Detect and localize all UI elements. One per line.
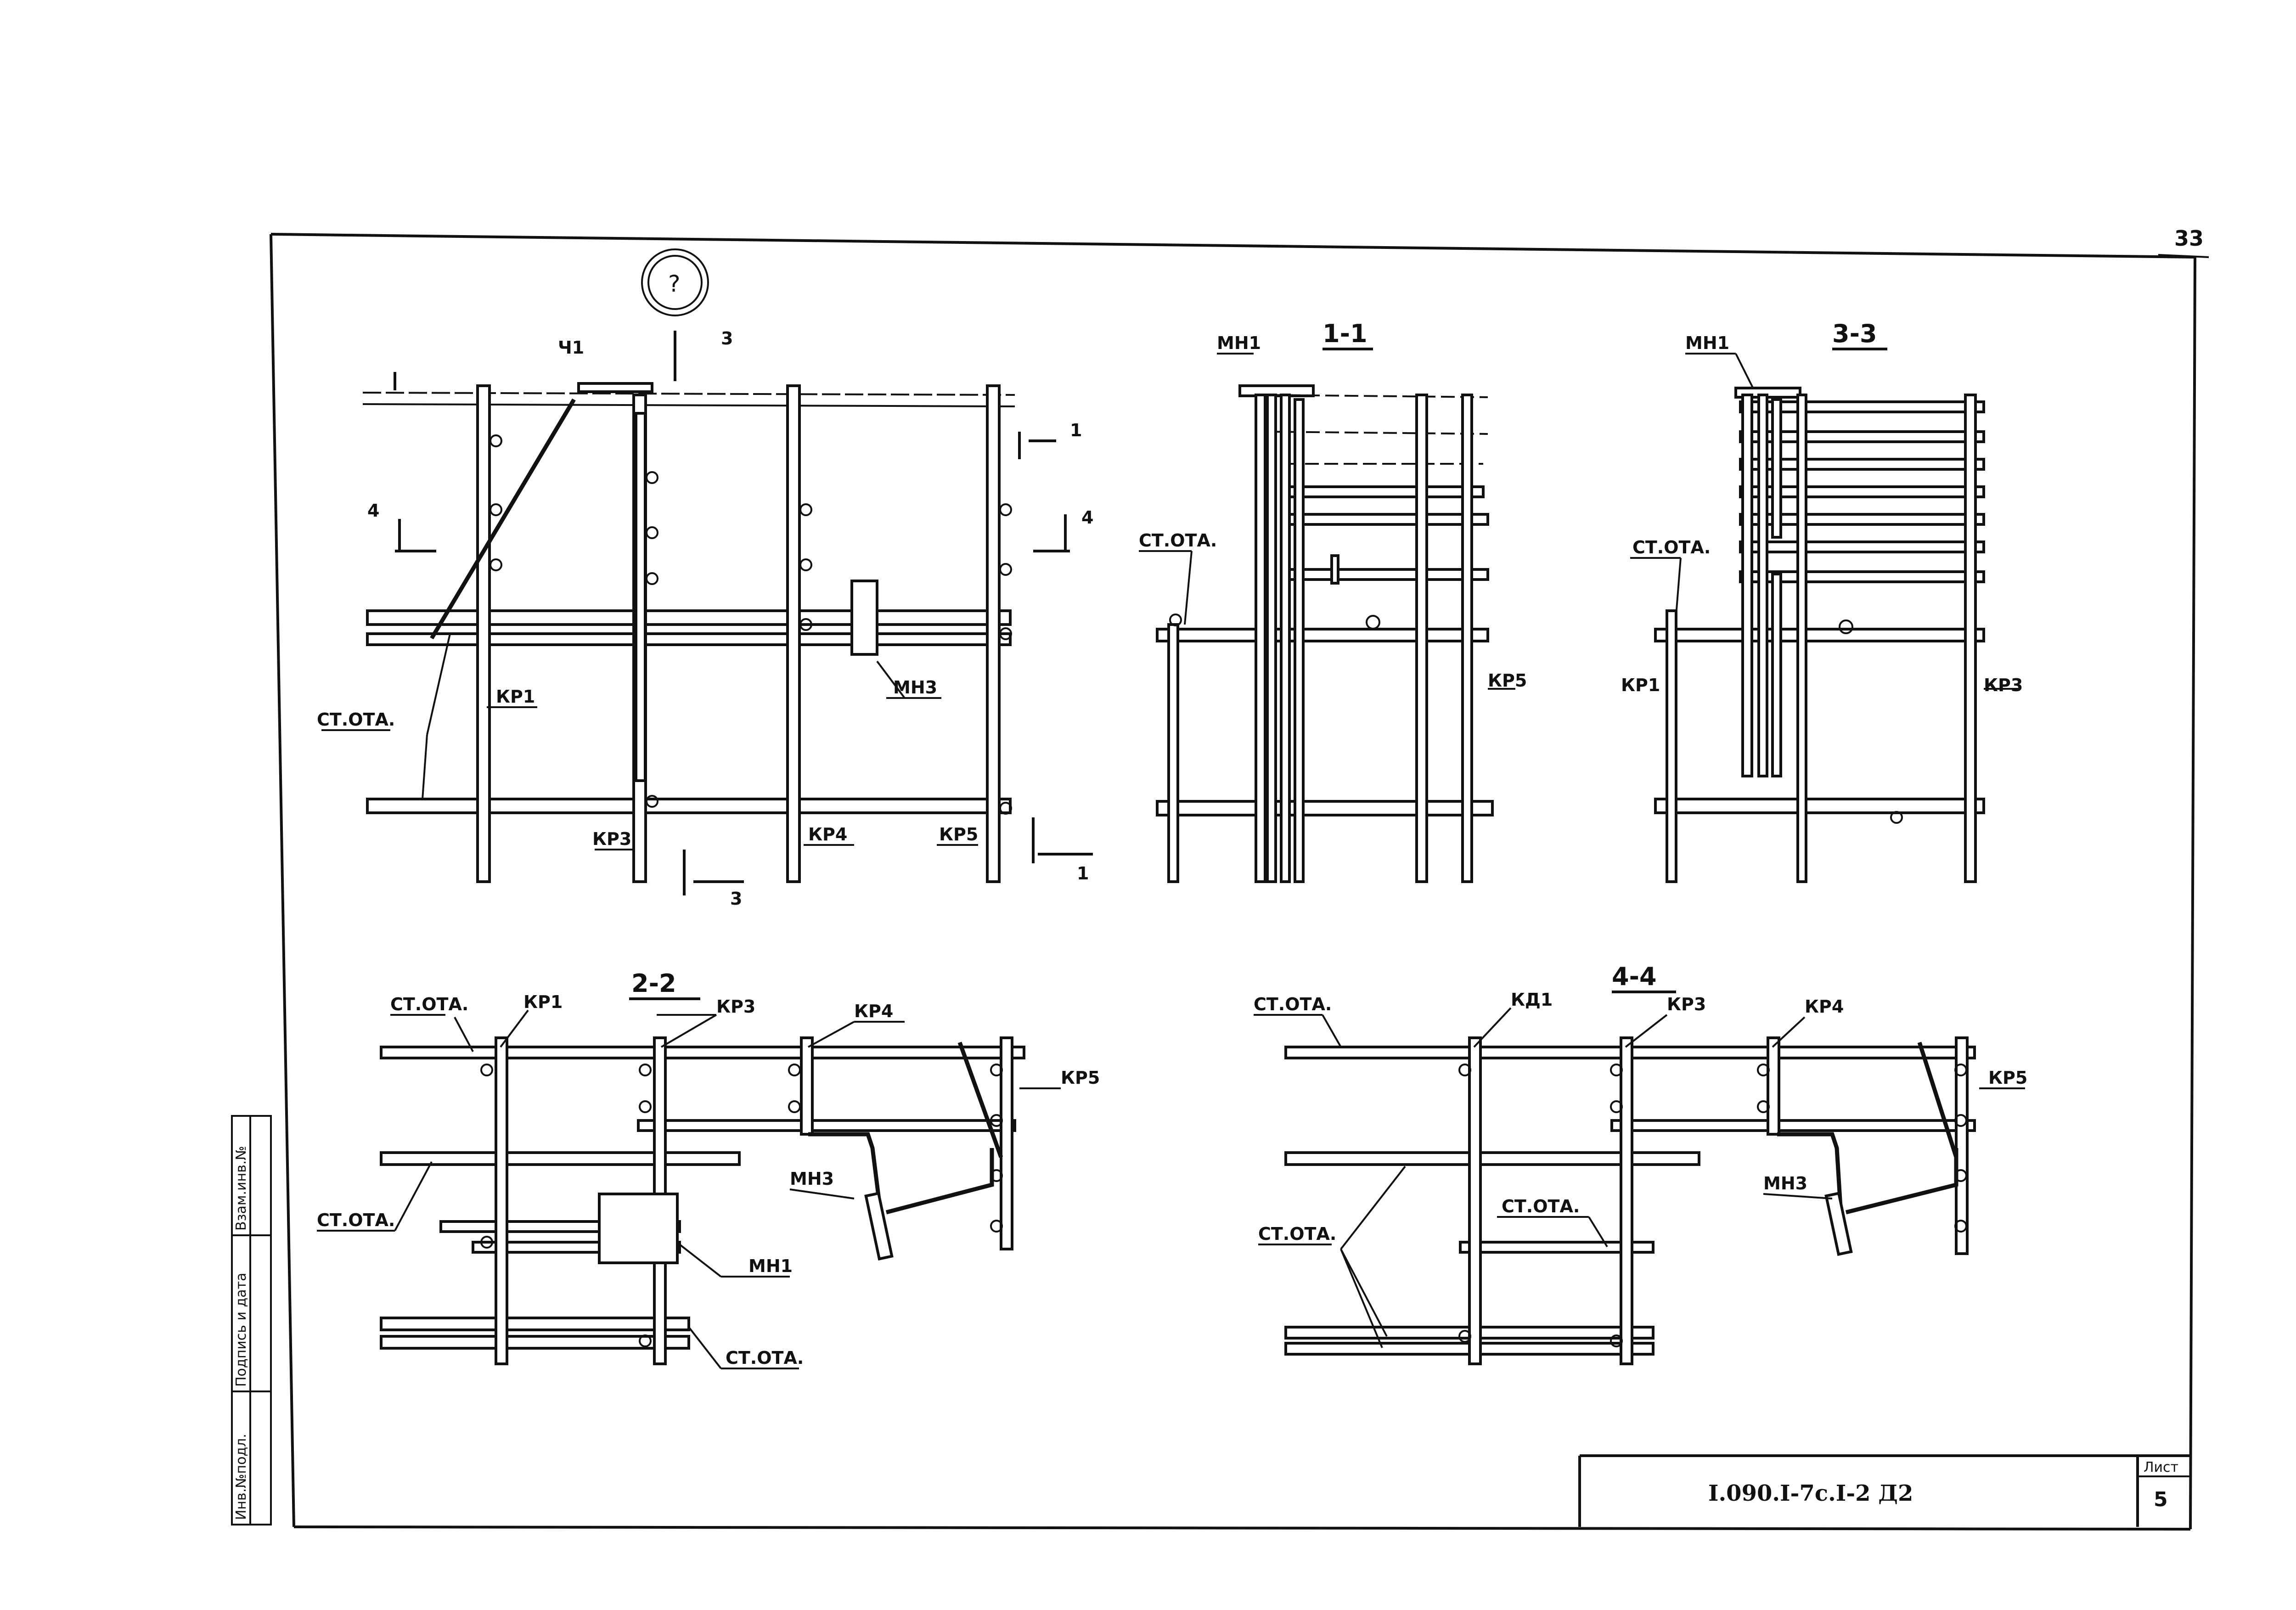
s11-label-mn1: МН1 bbox=[1217, 333, 1261, 353]
s22-label-kr3: КР3 bbox=[716, 996, 755, 1017]
plan-cut-4-left: 4 bbox=[367, 501, 379, 521]
plan-cut-1-right: 1 bbox=[1070, 420, 1082, 440]
s33-label-kr1: КР1 bbox=[1621, 675, 1660, 695]
plan-label-ch1: Ч1 bbox=[558, 338, 584, 358]
s22-label-kr1: КР1 bbox=[523, 992, 563, 1012]
s44-label-mn3: МН3 bbox=[1763, 1173, 1807, 1193]
sheet-label: Лист bbox=[2144, 1459, 2178, 1475]
plan-view bbox=[321, 248, 1093, 895]
stamp-cell-replace: Взам.инв.№ bbox=[233, 1146, 249, 1231]
s33-label-st-ota: СТ.ОТА. bbox=[1632, 537, 1711, 557]
s33-label-mn1: МН1 bbox=[1685, 333, 1729, 353]
s44-label-kr4: КР4 bbox=[1805, 996, 1844, 1017]
s44-label-st-ota-mid: СТ.ОТА. bbox=[1502, 1196, 1580, 1216]
side-stamp bbox=[231, 1115, 272, 1526]
sheet-frame bbox=[270, 233, 2209, 1531]
plan-cut-1-bottom: 1 bbox=[1077, 863, 1089, 884]
section-title-1-1: 1-1 bbox=[1322, 319, 1367, 348]
s44-label-kd1: КД1 bbox=[1511, 990, 1553, 1010]
s22-label-mn1: МН1 bbox=[748, 1256, 793, 1276]
plan-cut-4-right: 4 bbox=[1081, 507, 1093, 528]
s11-label-kr5: КР5 bbox=[1488, 670, 1527, 691]
section-title-3-3: 3-3 bbox=[1832, 319, 1877, 348]
stamp-cell-inv: Инв.№подл. bbox=[233, 1434, 249, 1520]
plan-label-kr3: КР3 bbox=[592, 829, 631, 849]
plan-label-kr4: КР4 bbox=[808, 824, 847, 844]
document-code: I.090.I-7c.I-2 Д2 bbox=[1708, 1481, 1913, 1506]
title-block bbox=[1578, 1454, 2190, 1527]
plan-cut-3-bottom: 3 bbox=[730, 889, 742, 909]
s33-label-kr3: КР3 bbox=[1984, 675, 2023, 695]
section-3-3 bbox=[1630, 348, 2020, 883]
s44-label-st-ota-left: СТ.ОТА. bbox=[1258, 1224, 1336, 1244]
s44-label-kr5: КР5 bbox=[1988, 1068, 2027, 1088]
section-title-2-2: 2-2 bbox=[631, 969, 676, 998]
plan-label-kr5: КР5 bbox=[939, 824, 978, 844]
sheet-number: 5 bbox=[2154, 1488, 2168, 1511]
plan-label-kr1: КР1 bbox=[496, 687, 535, 707]
plan-label-mn3: МН3 bbox=[893, 677, 937, 698]
s22-label-kr5: КР5 bbox=[1061, 1068, 1100, 1088]
s22-label-st-ota-mid: СТ.ОТА. bbox=[317, 1210, 395, 1230]
circle-mark: ? bbox=[668, 270, 681, 297]
s22-label-mn3: МН3 bbox=[790, 1169, 834, 1189]
section-2-2 bbox=[317, 997, 1061, 1369]
stamp-cell-sign: Подпись и дата bbox=[233, 1273, 249, 1387]
page-corner-number: 33 bbox=[2174, 226, 2204, 251]
s22-label-st-ota-top: СТ.ОТА. bbox=[390, 994, 468, 1014]
section-4-4 bbox=[1254, 991, 2025, 1365]
s44-label-kr3: КР3 bbox=[1667, 994, 1706, 1014]
plan-label-st-ota: СТ.ОТА. bbox=[317, 709, 395, 730]
section-title-4-4: 4-4 bbox=[1612, 962, 1657, 991]
s22-label-st-ota-bottom: СТ.ОТА. bbox=[726, 1348, 804, 1368]
s44-label-st-ota-top: СТ.ОТА. bbox=[1254, 994, 1332, 1014]
s22-label-kr4: КР4 bbox=[854, 1001, 893, 1021]
s11-label-st-ota: СТ.ОТА. bbox=[1139, 530, 1217, 551]
plan-cut-3-top: 3 bbox=[721, 328, 733, 349]
section-1-1 bbox=[1139, 348, 1515, 883]
